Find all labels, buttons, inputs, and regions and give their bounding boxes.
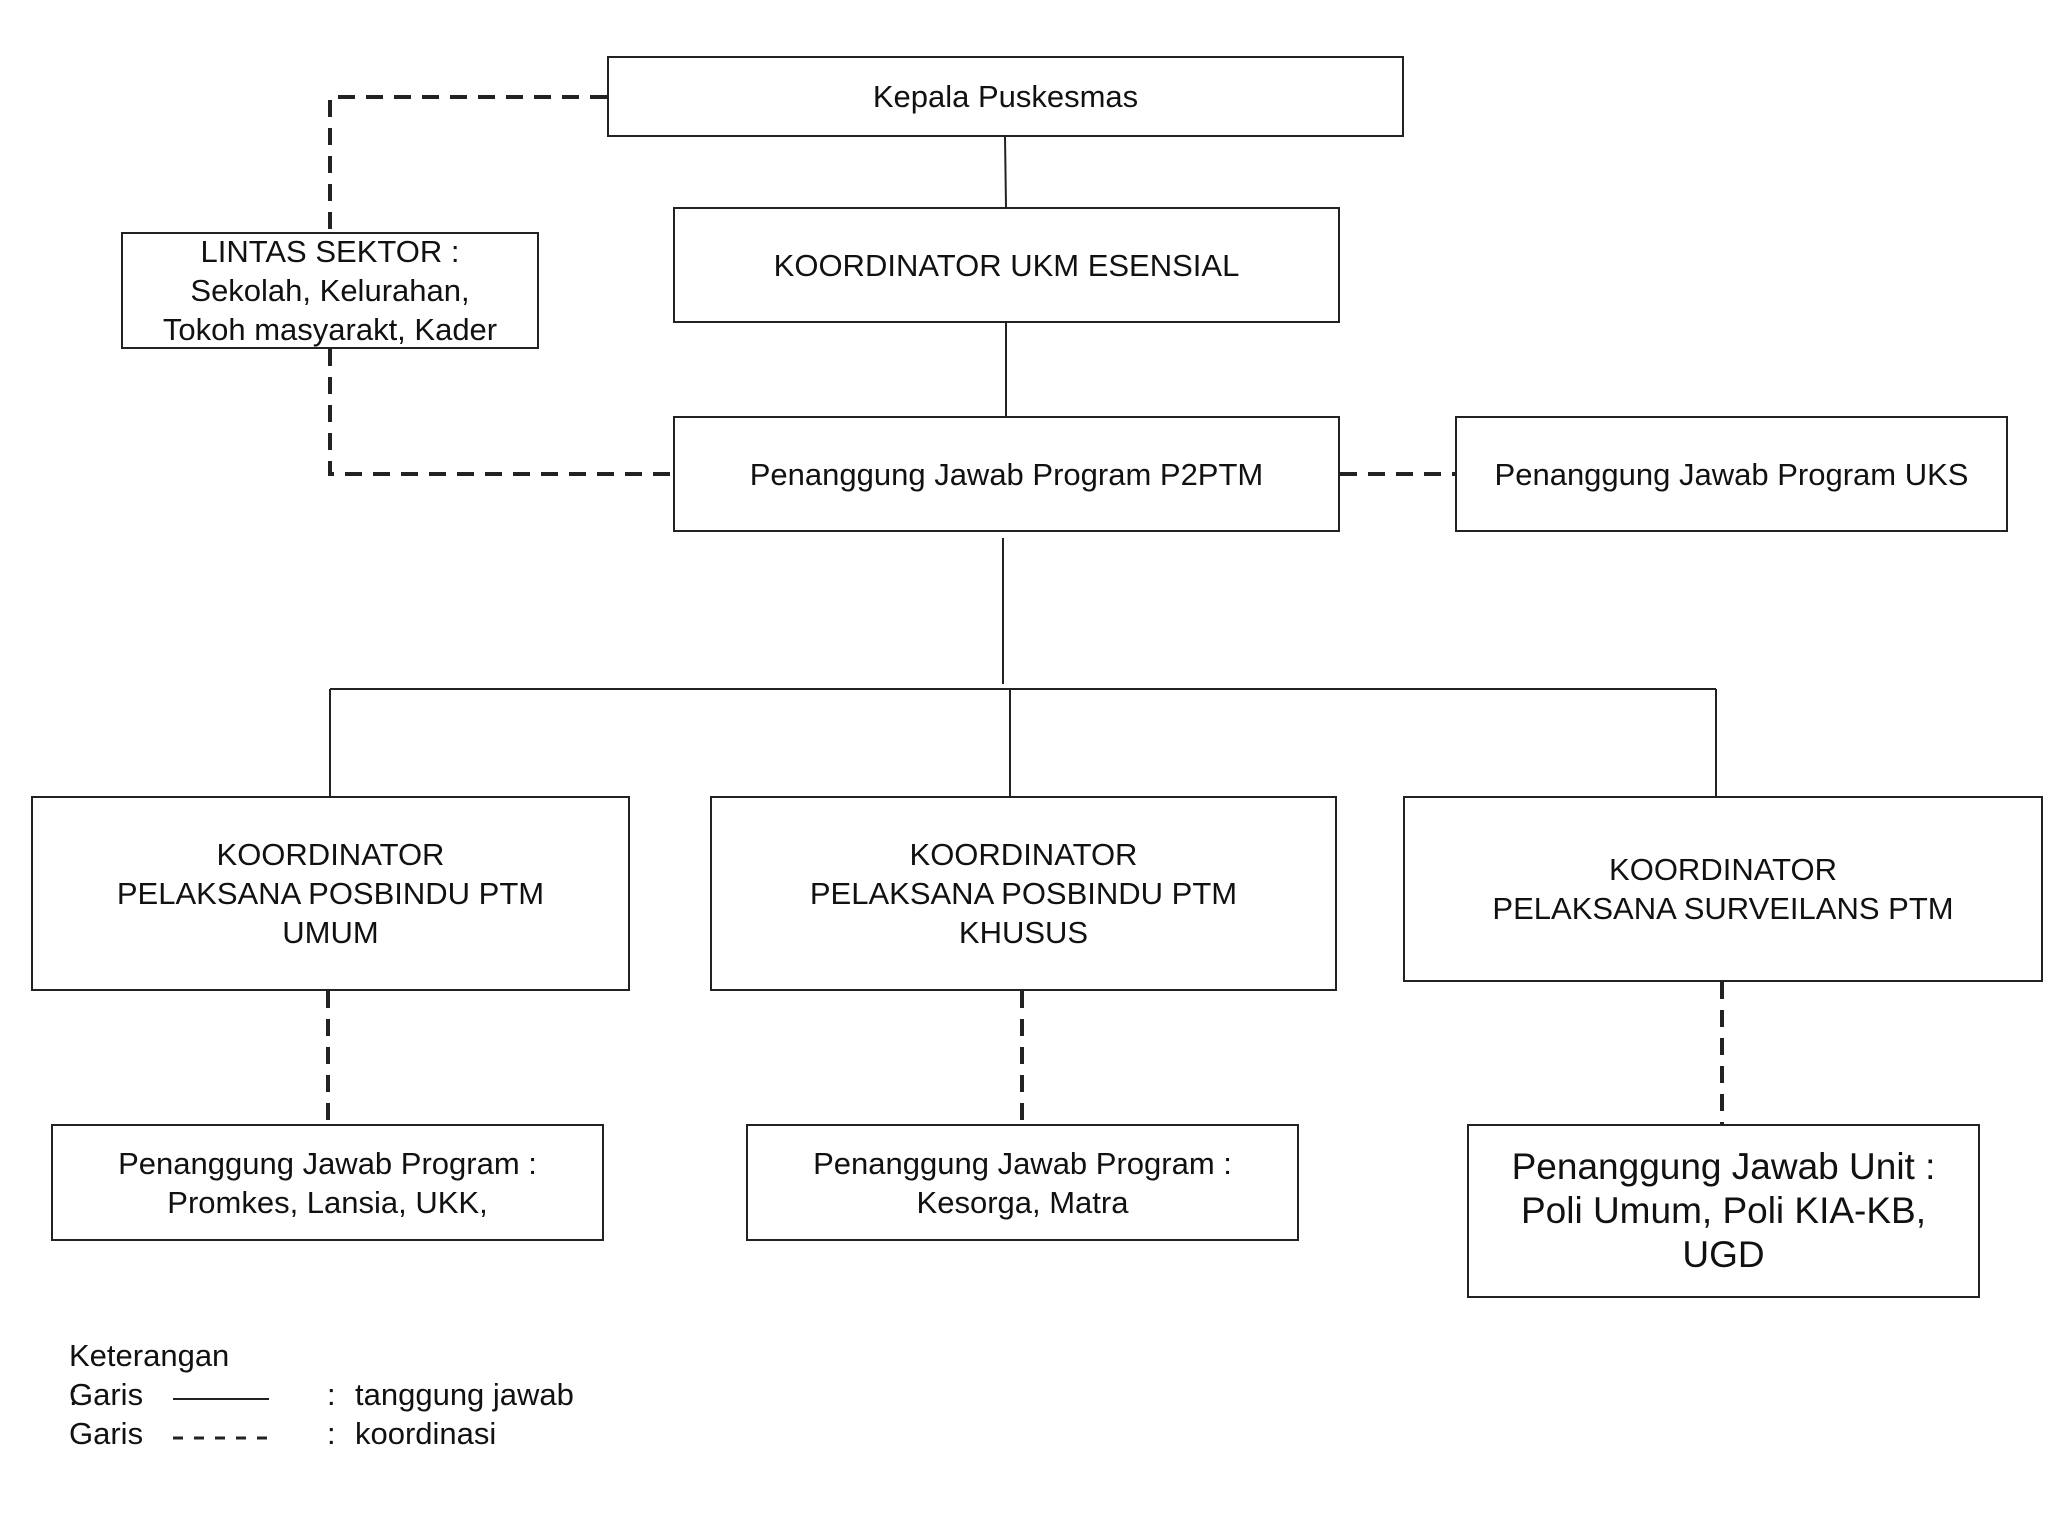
box-lintas-sektor: LINTAS SEKTOR : Sekolah, Kelurahan, Toko…: [121, 232, 539, 349]
legend-title-text: Keterangan :: [69, 1338, 230, 1412]
box-label: KOORDINATOR PELAKSANA SURVEILANS PTM: [1492, 852, 1954, 926]
box-label: LINTAS SEKTOR : Sekolah, Kelurahan, Toko…: [162, 234, 498, 347]
dashed-line-lintas-to-p2ptm: [328, 349, 672, 476]
legend-desc: koordinasi: [355, 1416, 497, 1451]
box-koordinator-posbindu-umum: KOORDINATOR PELAKSANA POSBINDU PTM UMUM: [31, 796, 630, 991]
box-koordinator-surveilans-ptm: KOORDINATOR PELAKSANA SURVEILANS PTM: [1403, 796, 2043, 982]
legend-label: Garis: [69, 1377, 144, 1412]
box-label: KOORDINATOR PELAKSANA POSBINDU PTM KHUSU…: [809, 837, 1238, 950]
dashed-line-kepala-to-lintas: [328, 95, 607, 232]
box-koordinator-ukm-esensial: KOORDINATOR UKM ESENSIAL: [673, 207, 1340, 323]
legend-desc: tanggung jawab: [355, 1377, 574, 1412]
box-label: Penanggung Jawab Program P2PTM: [749, 456, 1264, 492]
legend-solid-line-sample: [173, 1398, 269, 1400]
box-label: KOORDINATOR UKM ESENSIAL: [773, 247, 1240, 283]
legend-label: Garis: [69, 1416, 144, 1451]
box-kepala-puskesmas: Kepala Puskesmas: [607, 56, 1404, 137]
box-pj-unit: Penanggung Jawab Unit : Poli Umum, Poli …: [1467, 1124, 1980, 1298]
legend-colon: :: [327, 1377, 336, 1412]
box-label: Penanggung Jawab Program : Kesorga, Matr…: [813, 1145, 1232, 1220]
legend-dashed-line-sample: [173, 1436, 269, 1440]
solid-line-kepala-to-ukm: [1004, 136, 1007, 208]
box-label: KOORDINATOR PELAKSANA POSBINDU PTM UMUM: [116, 837, 545, 950]
box-pj-promkes-lansia-ukk: Penanggung Jawab Program : Promkes, Lans…: [51, 1124, 604, 1241]
box-label: Penanggung Jawab Program UKS: [1494, 456, 1969, 492]
box-label: Penanggung Jawab Program : Promkes, Lans…: [118, 1145, 537, 1220]
box-pj-program-p2ptm: Penanggung Jawab Program P2PTM: [673, 416, 1340, 532]
box-koordinator-posbindu-khusus: KOORDINATOR PELAKSANA POSBINDU PTM KHUSU…: [710, 796, 1337, 991]
legend-colon: :: [327, 1416, 336, 1451]
box-pj-program-uks: Penanggung Jawab Program UKS: [1455, 416, 2008, 532]
box-label: Kepala Puskesmas: [872, 79, 1139, 114]
box-pj-kesorga-matra: Penanggung Jawab Program : Kesorga, Matr…: [746, 1124, 1299, 1241]
box-label: Penanggung Jawab Unit : Poli Umum, Poli …: [1511, 1146, 1936, 1275]
